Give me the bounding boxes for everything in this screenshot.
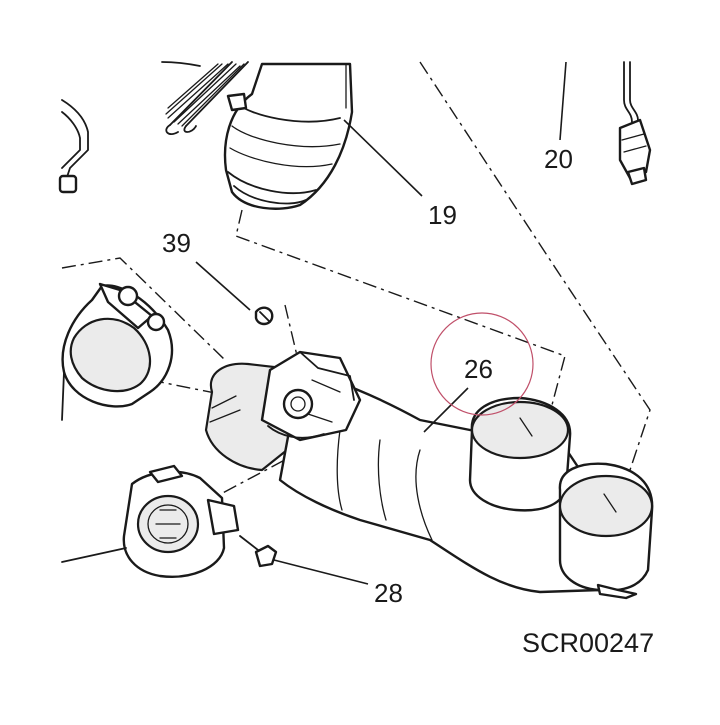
alignment-line-top-right xyxy=(419,61,651,471)
alignment-line-left-clamp xyxy=(61,257,226,361)
intake-body-26 xyxy=(204,350,654,600)
label-39: 39 xyxy=(162,228,191,258)
bolt-28 xyxy=(239,535,278,568)
leader-lines xyxy=(195,61,567,585)
leader-19 xyxy=(343,119,423,197)
sensor-housing xyxy=(61,464,240,578)
alignment-line-lower-housing xyxy=(199,419,361,506)
alignment-line-39 xyxy=(284,304,299,361)
leader-20 xyxy=(559,61,567,141)
screw-39 xyxy=(254,306,274,326)
highlight-circle xyxy=(430,312,534,416)
label-19: 19 xyxy=(428,200,457,230)
drawing-code: SCR00247 xyxy=(522,628,654,658)
alignment-line-hose-19 xyxy=(235,209,566,421)
label-28: 28 xyxy=(374,578,403,608)
hose-19 xyxy=(223,62,354,210)
band-clamp-left xyxy=(61,282,174,421)
wire-harness-left xyxy=(58,99,89,194)
leader-28 xyxy=(273,559,369,585)
callout-labels: 19 20 26 28 39 xyxy=(162,144,573,608)
leader-26 xyxy=(423,387,469,433)
label-26: 26 xyxy=(464,354,493,384)
spring-part xyxy=(161,61,249,136)
leader-39 xyxy=(195,261,251,311)
sensor-connector-20 xyxy=(618,61,652,186)
label-20: 20 xyxy=(544,144,573,174)
